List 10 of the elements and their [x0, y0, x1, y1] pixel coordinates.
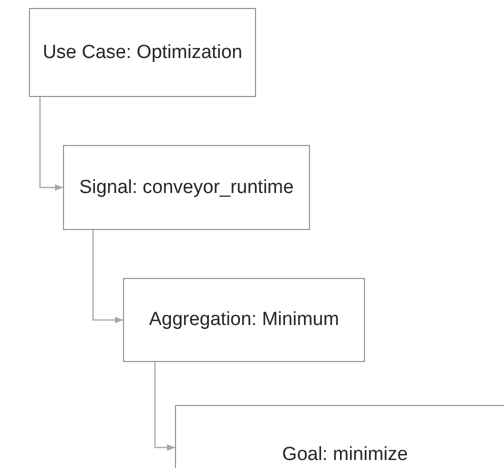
process-box	[29, 8, 256, 97]
connector-arrow	[39, 97, 63, 191]
box-label: Signal: conveyor_runtime	[79, 176, 294, 198]
box-label: Goal: minimize	[282, 444, 408, 466]
box-label: Aggregation: Minimum	[148, 309, 340, 331]
connector-arrow	[92, 230, 123, 324]
process-box	[123, 278, 365, 362]
connector-arrow	[154, 362, 175, 451]
box-label: Use Case: Optimization	[42, 42, 242, 64]
process-box	[63, 145, 310, 230]
